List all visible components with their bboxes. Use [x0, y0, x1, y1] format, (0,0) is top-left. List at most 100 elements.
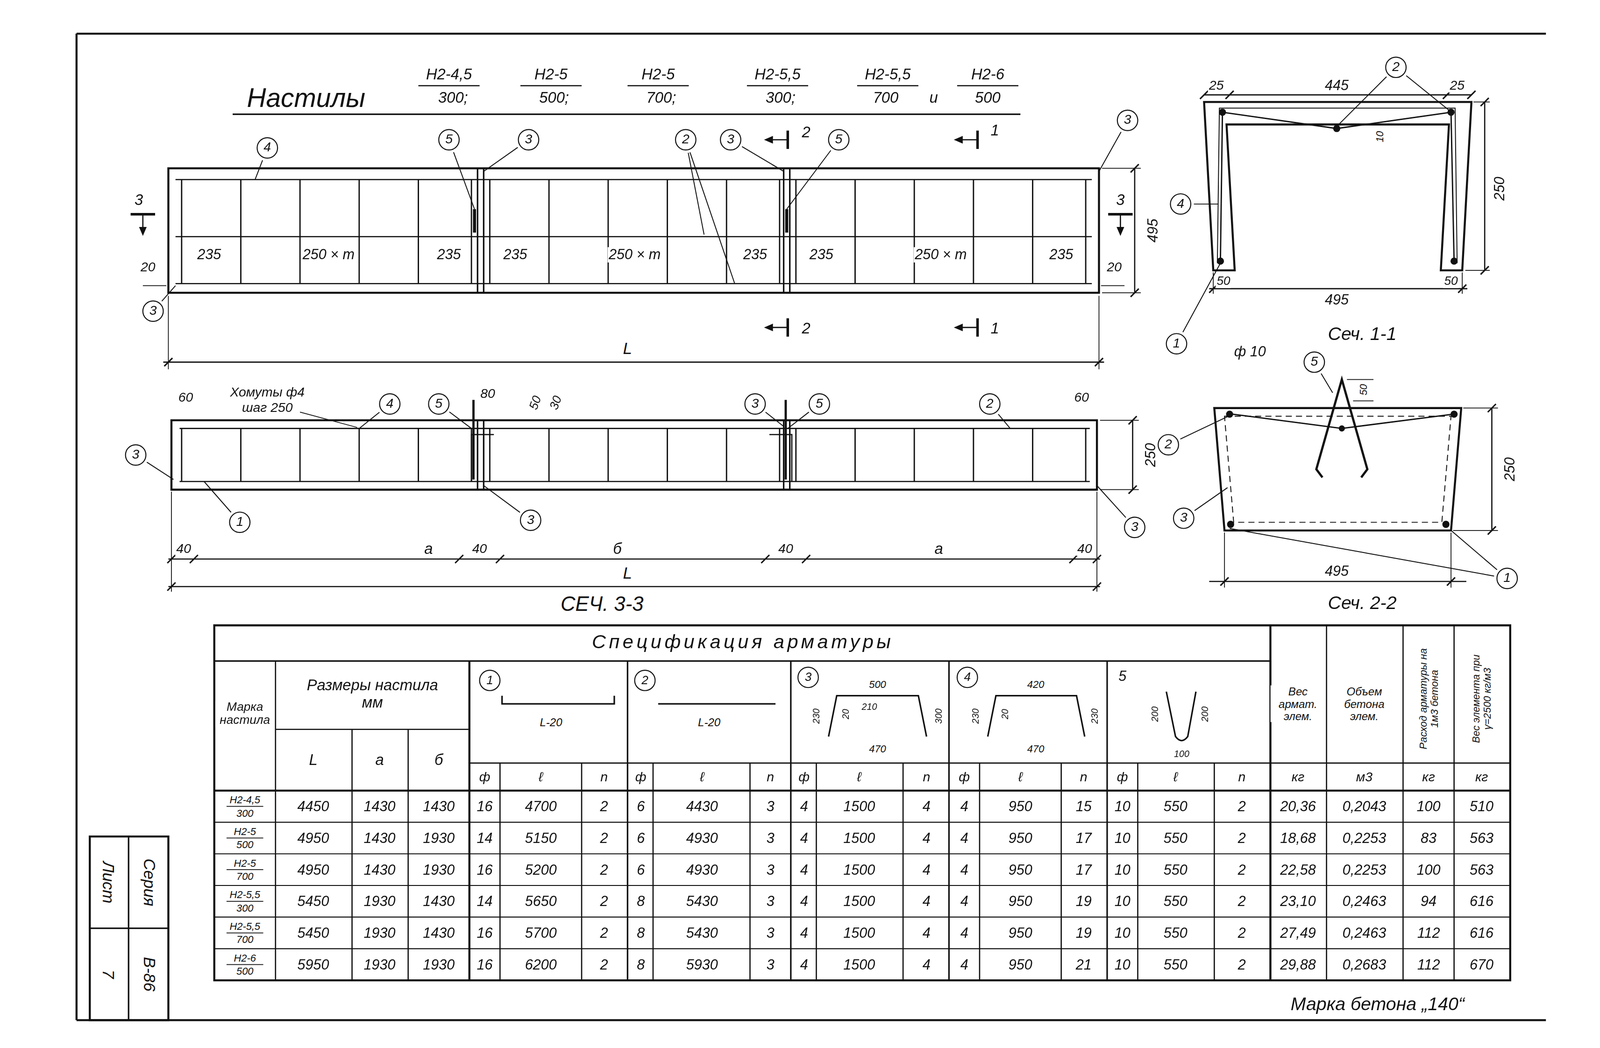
drawing-line	[175, 235, 1093, 238]
drawing-line	[496, 554, 505, 563]
table-header: L-20	[696, 716, 722, 729]
dimension: а	[933, 540, 945, 558]
table-cell: 4	[921, 893, 932, 910]
callout-number: 3	[719, 128, 742, 151]
table-cell: 550	[1162, 861, 1189, 878]
drawing-line	[1092, 582, 1101, 591]
table-cell: 10	[1113, 830, 1132, 847]
drawing-line	[358, 179, 360, 284]
table-cell: 2	[1237, 893, 1247, 910]
drawing-line	[1096, 485, 1126, 518]
table-header: 500	[867, 679, 888, 691]
drawing-line	[765, 412, 784, 427]
dimension: 235	[435, 247, 462, 264]
table-header: 420	[1026, 679, 1046, 691]
table-cell: 1430	[362, 830, 397, 847]
table-cell: 4	[799, 925, 810, 942]
table-cell: 950	[1007, 830, 1034, 847]
drawing-line	[226, 964, 264, 966]
outline-path	[658, 703, 776, 705]
table-cell: 16	[475, 956, 494, 973]
drawing-line	[168, 558, 1100, 561]
drawing-line	[767, 139, 789, 141]
table-cell: 18,68	[1279, 830, 1317, 847]
slab-mark: 300;	[437, 89, 470, 107]
table-cell: 4700	[523, 798, 558, 815]
drawing-line	[275, 728, 470, 731]
drawing-line	[689, 152, 735, 284]
table-cell: 2	[598, 798, 609, 815]
drawing-line	[359, 412, 380, 429]
table-header: Объем бетона элем.	[1327, 685, 1401, 723]
drawing-line	[240, 179, 242, 284]
table-header: Марка настила	[215, 700, 275, 728]
drawing-line	[142, 214, 144, 233]
slab-mark: 700;	[645, 89, 677, 107]
table-cell: 1500	[842, 861, 876, 878]
drawing-line	[472, 399, 475, 480]
drawing-line	[1208, 581, 1466, 583]
table-cell: 3	[765, 798, 776, 815]
dimension: 50	[1215, 274, 1232, 289]
table-cell: 10	[1113, 925, 1132, 942]
drawing-line	[778, 428, 781, 482]
table-cell: 4	[799, 861, 810, 878]
table-cell: 5430	[685, 893, 719, 910]
drawing-line	[688, 152, 704, 235]
dimension: 25	[1208, 78, 1225, 93]
drawing-line	[180, 179, 183, 284]
callout-number: 4	[956, 666, 979, 689]
table-cell: 500	[235, 965, 255, 977]
note: Марка бетона „140“	[1289, 995, 1466, 1016]
table-cell: 20,36	[1279, 798, 1317, 815]
outline-path	[1203, 101, 1472, 271]
table-cell: 950	[1007, 861, 1034, 878]
drawing-line	[802, 554, 811, 563]
table-cell: Н2-6	[232, 952, 257, 964]
table-cell: 4	[959, 956, 969, 973]
table-header: 200	[1151, 705, 1162, 723]
table-cell: 4	[799, 893, 810, 910]
table-cell: 1930	[421, 861, 456, 878]
drawing-line	[782, 168, 785, 293]
drawing-line	[1450, 530, 1498, 570]
drawing-line	[1031, 428, 1034, 482]
drawing-line	[789, 661, 792, 981]
table-cell: 83	[1419, 830, 1438, 847]
callout-number: 3	[519, 509, 542, 532]
table-cell: 563	[1468, 861, 1495, 878]
drawing-line	[1085, 179, 1087, 284]
drawing-line	[489, 428, 491, 482]
table-cell: 5950	[296, 956, 330, 973]
drawing-line	[1128, 485, 1137, 494]
dimension: 60	[1073, 390, 1090, 406]
drawing-line	[358, 428, 360, 482]
table-cell: 4	[959, 893, 969, 910]
section-title: Сеч. 1-1	[1326, 324, 1398, 345]
drawing-line	[453, 152, 475, 210]
dimension: а	[423, 540, 434, 558]
drawing-line	[1487, 526, 1496, 535]
table-cell: 950	[1007, 893, 1034, 910]
callout-number: 4	[1169, 193, 1192, 215]
callout-number: 5	[438, 128, 460, 151]
drawing-line	[1060, 763, 1062, 981]
table-cell: 616	[1468, 925, 1495, 942]
drawing-line	[1128, 416, 1137, 425]
table-cell: 10	[1113, 861, 1132, 878]
drawing-line	[854, 428, 856, 482]
dimension: 235	[196, 247, 222, 264]
dimension: 50	[1357, 383, 1369, 397]
drawing-line	[1457, 284, 1466, 293]
callout-number: 5	[427, 393, 450, 415]
dimension: 10	[1373, 129, 1386, 144]
drawing-line	[1130, 164, 1139, 173]
table-cell: 5450	[296, 893, 330, 910]
table-cell: 950	[1007, 925, 1034, 942]
drawing-line	[786, 150, 831, 210]
table-cell: 1430	[421, 925, 456, 942]
callout-number: 3	[1116, 109, 1139, 132]
drawing-line	[232, 113, 1021, 115]
drawing-line	[725, 428, 728, 482]
table-cell: 300	[235, 902, 255, 914]
